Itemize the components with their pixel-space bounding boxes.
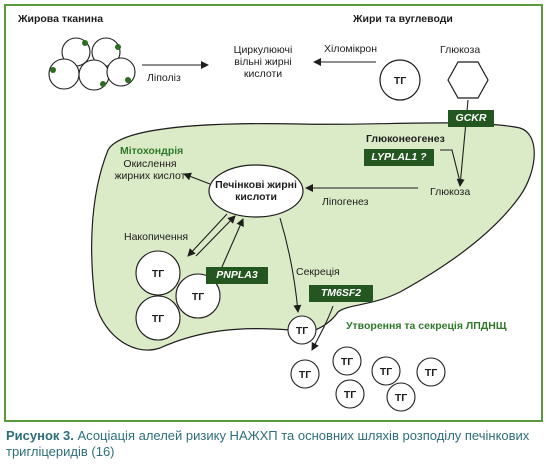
arrow-vldl-out [311,305,334,351]
accumulation-label: Накопичення [124,231,189,243]
chylomicron-circle [379,59,421,101]
arrow-gluconeogenesis [440,149,461,183]
liver-fatty-acids-label: Печінкові жирні кислоти [210,179,302,203]
liver-fatty-acids-line-2: кислоти [235,191,277,203]
gene-tag-tm6sf2: TM6SF2 [309,285,373,302]
tg-label-particle-1: ТГ [299,369,311,381]
glucose-hexagon [447,61,489,99]
tg-label-droplet-3: ТГ [152,313,164,325]
fa-oxidation-line-2: жирних кислот [114,170,186,182]
arrow-secretion [279,217,302,313]
fats-carbs-heading: Жири та вуглеводи [353,13,453,25]
secreted-tg-particles [290,346,446,412]
tg-label-particle-2: ТГ [341,356,353,368]
vldl-heading: Утворення та секреція ЛПДНЩ [346,320,507,332]
arrow-accumulation-up [195,215,236,257]
adipocyte-nuclei [50,40,131,87]
tg-label-particle-4: ТГ [425,367,437,379]
liver-fatty-acids-line-1: Печінкові жирні [215,179,297,191]
circulating-ffa-line-3: кислоти [243,68,283,80]
circulating-ffa-line-2: вільні жирні [234,56,292,68]
adipose-tissue-heading: Жирова тканина [18,13,104,25]
circulating-ffa-label: Циркулюючі вільні жирні кислоти [218,44,308,80]
fa-oxidation-line-1: Окислення [123,158,177,170]
tg-label-particle-3: ТГ [380,366,392,378]
mitochondria-heading: Мітохондрія [120,145,184,157]
arrow-accumulation-down [187,213,228,257]
lipogenesis-label: Ліпогенез [322,196,369,208]
glucose-top-label: Глюкоза [440,44,481,56]
glucose-liver-label: Глюкоза [430,186,471,198]
lipolysis-label: Ліполіз [147,72,181,84]
tg-label-droplet-4: ТГ [296,325,308,337]
caption-text: Асоціація алелей ризику НАЖХП та основни… [6,428,530,459]
gluconeogenesis-heading: Глюконеогенез [366,133,445,145]
secretion-label: Секреція [296,266,340,278]
liver-tg-droplets [135,250,317,345]
gene-tag-pnpla3: PNPLA3 [206,267,268,284]
liver-fatty-acids-ellipse [208,164,304,218]
caption-lead: Рисунок 3. [6,428,74,443]
circulating-ffa-line-1: Циркулюючі [233,44,293,56]
tg-label-particle-5: ТГ [344,389,356,401]
tg-label-droplet-2: ТГ [192,291,204,303]
gene-tag-lyplal1: LYPLAL1 ? [364,149,434,166]
chylomicron-label: Хіломікрон [324,43,378,55]
fa-oxidation-label: Окислення жирних кислот [106,158,194,182]
tg-label-particle-6: ТГ [395,392,407,404]
tg-label-droplet-1: ТГ [152,268,164,280]
gene-tag-gckr: GCKR [448,110,494,127]
arrow-mobilization-up [217,218,244,277]
arrow-oxidation [183,172,211,185]
adipocyte-cluster [48,37,136,91]
tg-label-chylomicron: ТГ [394,75,406,87]
figure-caption: Рисунок 3. Асоціація алелей ризику НАЖХП… [6,428,541,460]
